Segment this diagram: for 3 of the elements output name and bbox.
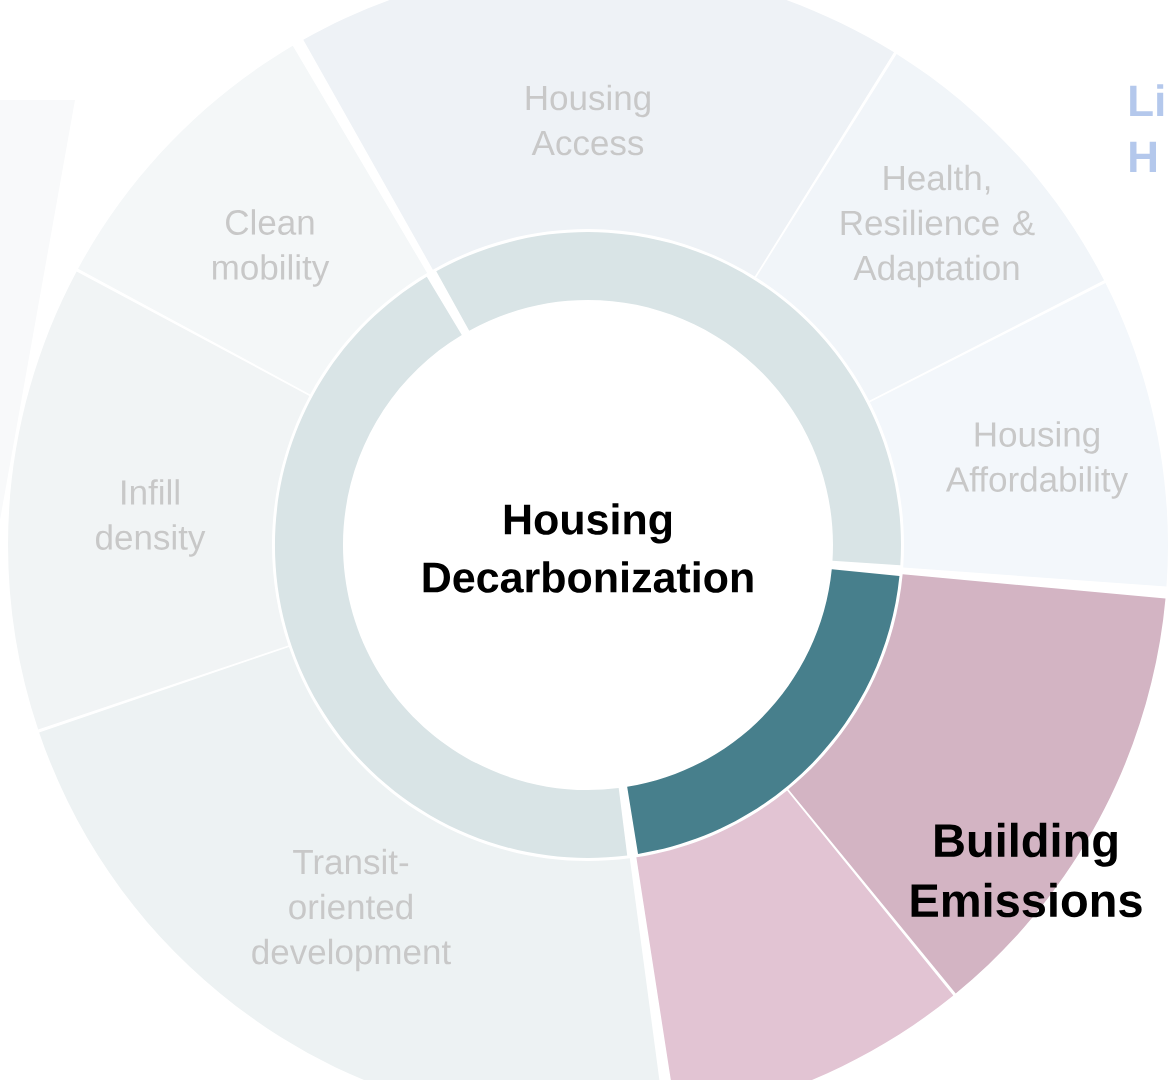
center-title: Housing Decarbonization xyxy=(423,503,753,593)
cut-off-heading: Li H xyxy=(1130,84,1164,173)
segment: Building Emissions xyxy=(788,574,1166,994)
